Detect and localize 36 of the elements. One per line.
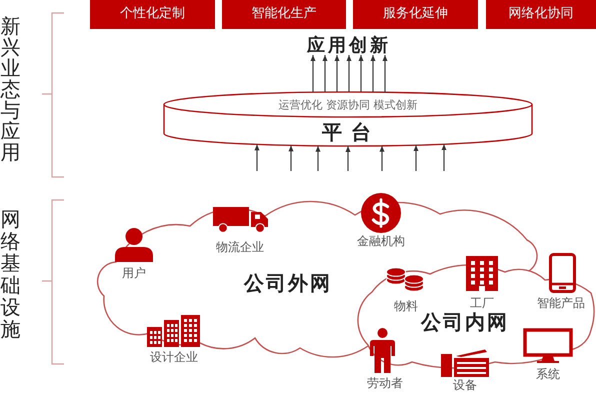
- section-label: 网络基础设施: [0, 208, 21, 340]
- category-box: 服务化延伸: [353, 0, 478, 29]
- arrow: [288, 145, 294, 171]
- arrow: [442, 144, 446, 171]
- arrow: [346, 55, 352, 92]
- arrow: [358, 55, 364, 92]
- icon-caption: 金融机构: [357, 235, 405, 248]
- arrow: [316, 146, 320, 171]
- arrow: [380, 146, 384, 171]
- platform-caption: 运营优化 资源协同 模式创新: [278, 99, 418, 110]
- platform-title: 平台: [322, 122, 380, 142]
- arrow: [334, 55, 340, 92]
- cloud-title: 公司外网: [244, 273, 332, 293]
- arrow: [254, 144, 260, 171]
- icon-caption: 设备: [453, 379, 477, 392]
- arrow: [414, 145, 418, 171]
- icon-caption: 工厂: [470, 297, 494, 310]
- icon-caption: 物料: [394, 300, 418, 314]
- category-box: 网络化协同: [486, 0, 596, 29]
- arrow: [310, 55, 316, 92]
- icon-caption: 用户: [122, 267, 146, 280]
- cloud-title: 公司内网: [421, 312, 509, 332]
- arrow: [322, 55, 328, 92]
- section-label: 新兴业态与应用: [0, 16, 21, 163]
- icon-caption: 物流企业: [216, 241, 264, 254]
- platform-cylinder: [163, 91, 533, 147]
- icon-caption: 智能产品: [537, 297, 585, 310]
- arrow: [346, 146, 350, 171]
- category-box: 个性化定制: [90, 0, 215, 29]
- icon-caption: 劳动者: [367, 377, 403, 390]
- category-box: 智能化生产: [222, 0, 346, 29]
- arrow: [382, 55, 388, 92]
- icon-caption: 设计企业: [150, 351, 198, 364]
- arrow: [370, 55, 376, 92]
- icon-caption: 系统: [536, 368, 560, 382]
- layer-heading: 应用创新: [307, 37, 391, 55]
